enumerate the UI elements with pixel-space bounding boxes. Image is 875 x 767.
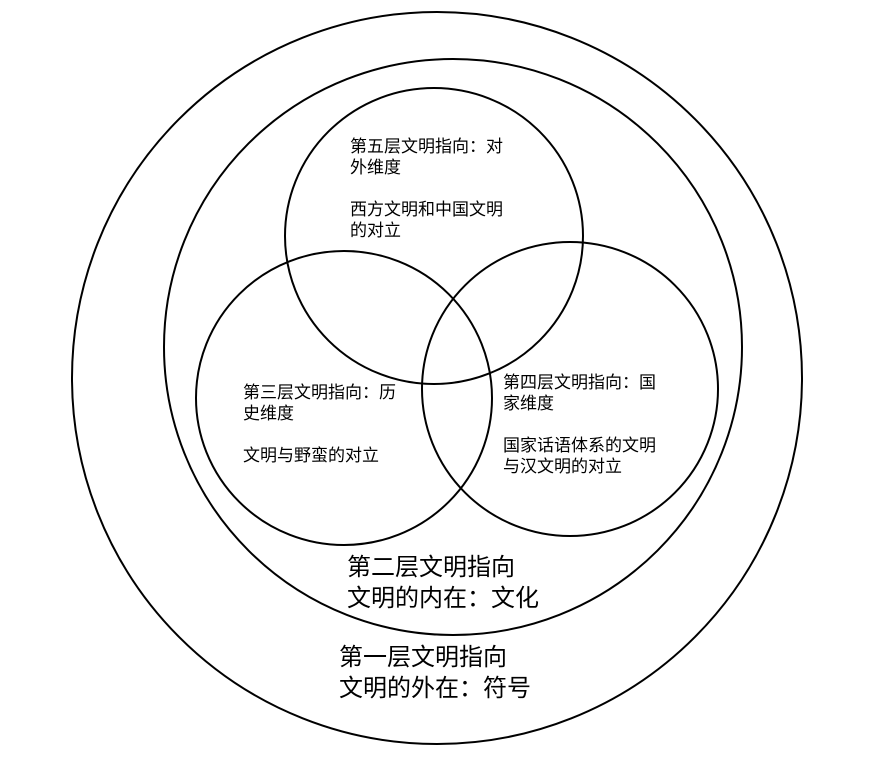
spacer bbox=[350, 180, 503, 200]
layer5-body-line2: 的对立 bbox=[350, 220, 401, 241]
layer4-title-line1: 第四层文明指向：国 bbox=[503, 373, 656, 393]
layer3-label: 第三层文明指向：历 史维度 文明与野蛮的对立 bbox=[243, 383, 396, 467]
layer2-label: 第二层文明指向 文明的内在：文化 bbox=[347, 552, 539, 614]
layer2-title: 第二层文明指向 bbox=[347, 553, 515, 581]
layer4-body-line2: 与汉文明的对立 bbox=[503, 456, 622, 477]
layer1-label: 第一层文明指向 文明的外在：符号 bbox=[339, 642, 531, 704]
right-circle-layer4 bbox=[421, 241, 719, 537]
layer4-title-line2: 家维度 bbox=[503, 394, 554, 415]
left-circle-layer3 bbox=[195, 250, 493, 546]
outer-circle-layer1 bbox=[71, 11, 803, 745]
layer5-body-line1: 西方文明和中国文明 bbox=[350, 199, 503, 220]
spacer bbox=[503, 416, 656, 436]
layer1-title: 第一层文明指向 bbox=[339, 643, 507, 671]
layer5-title-line2: 外维度 bbox=[350, 158, 401, 179]
inner-circle-layer2 bbox=[163, 58, 743, 636]
layer3-body: 文明与野蛮的对立 bbox=[243, 445, 379, 466]
spacer bbox=[243, 426, 396, 446]
top-circle-layer5 bbox=[284, 87, 584, 385]
layer4-body-line1: 国家话语体系的文明 bbox=[503, 435, 656, 456]
layer1-body: 文明的外在：符号 bbox=[339, 674, 531, 703]
layer2-body: 文明的内在：文化 bbox=[347, 584, 539, 613]
layer5-label: 第五层文明指向：对 外维度 西方文明和中国文明 的对立 bbox=[350, 137, 503, 242]
layer3-title-line1: 第三层文明指向：历 bbox=[243, 383, 396, 403]
layer4-label: 第四层文明指向：国 家维度 国家话语体系的文明 与汉文明的对立 bbox=[503, 373, 656, 478]
layer5-title-line1: 第五层文明指向：对 bbox=[350, 137, 503, 157]
layer3-title-line2: 史维度 bbox=[243, 404, 294, 425]
